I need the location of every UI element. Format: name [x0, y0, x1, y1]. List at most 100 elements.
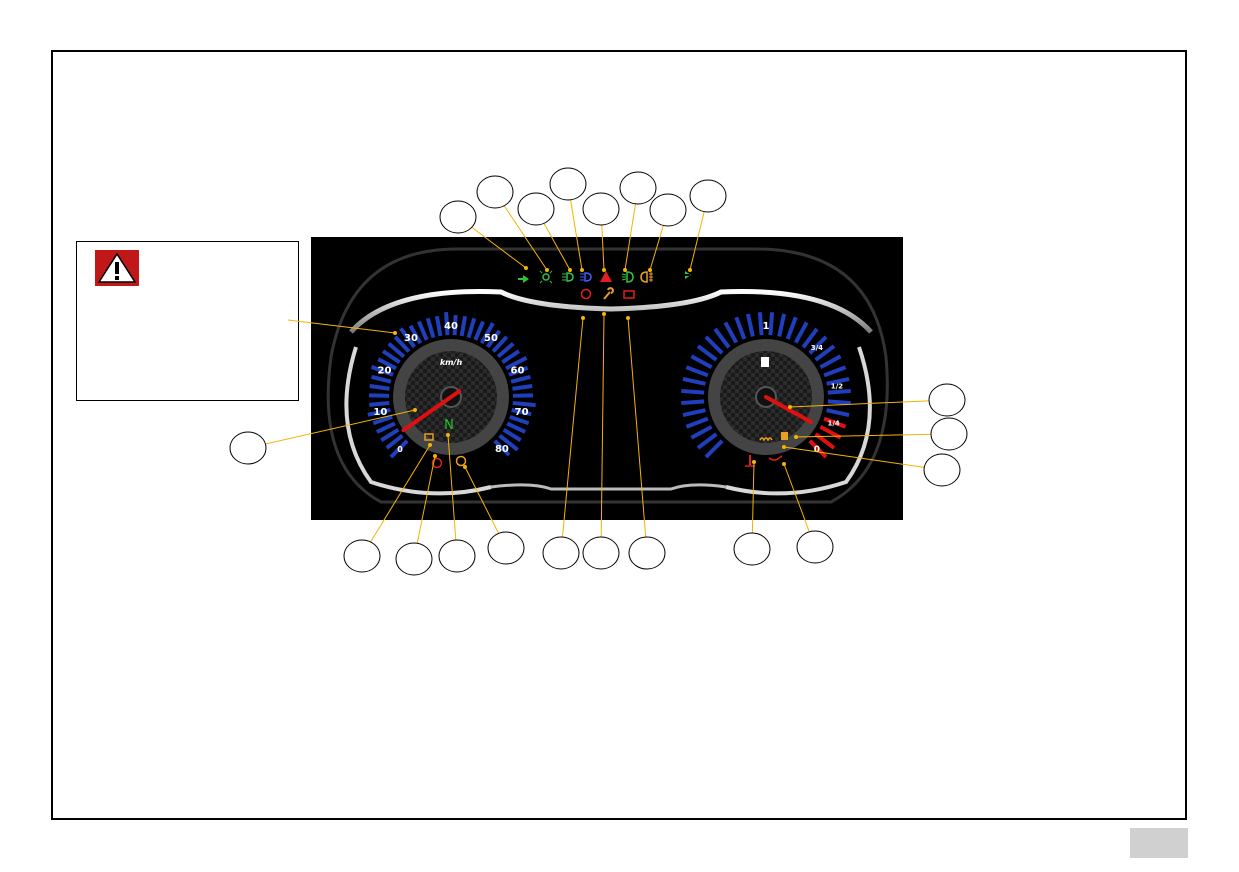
fuel-tick-label: 1/2 [831, 382, 843, 390]
battery-warning-icon [623, 290, 635, 299]
speedometer-bar [509, 414, 530, 426]
speed-tick-label: 50 [484, 333, 498, 344]
gear-indicator: N [444, 418, 454, 433]
fuel-bar [808, 335, 828, 355]
fuel-bar [681, 388, 705, 395]
fuel-bar [823, 365, 847, 378]
speedometer: 0 10 20 30 40 50 60 70 80 km/h [367, 312, 536, 459]
fuel-bar [819, 354, 842, 370]
engine-check-icon [424, 433, 434, 441]
brake-warning-icon [580, 288, 592, 300]
speedometer-bar [434, 315, 443, 337]
fuel-bar [823, 416, 847, 429]
fuel-bar [696, 432, 718, 450]
speedometer-bar [512, 400, 536, 408]
oil-pressure-icon [768, 455, 783, 461]
speedometer-bar [425, 317, 436, 339]
fuel-empty-label: 0 [814, 445, 820, 455]
warning-box [76, 241, 299, 401]
speedometer-bar [377, 357, 397, 371]
fuel-bar [827, 399, 851, 406]
speedometer-bar [508, 365, 529, 377]
high-beam-icon [580, 272, 592, 282]
fuel-bar [826, 408, 850, 418]
speed-tick-label: 30 [404, 333, 418, 344]
fuel-bar [827, 388, 851, 395]
speed-tick-label: 40 [444, 321, 458, 332]
speed-tick-label: 70 [515, 407, 529, 418]
fuel-bar [723, 321, 739, 344]
fuel-bar [682, 408, 706, 418]
turn-right-icon [685, 271, 691, 279]
mid-indicator-row [580, 287, 635, 300]
fuel-bar [734, 316, 747, 340]
warning-triangle-icon [95, 250, 139, 286]
speedometer-bar [506, 421, 527, 434]
wrench-service-icon [603, 287, 614, 300]
fuel-bar [704, 335, 724, 355]
speedometer-bar [498, 433, 519, 452]
fuel-bar [814, 344, 836, 362]
speedometer-bar [491, 335, 509, 353]
fuel-tick-label: 3/4 [811, 344, 823, 352]
speedometer-bar [496, 342, 515, 359]
fuel-bar [785, 316, 798, 340]
speedometer-bar [452, 315, 458, 336]
speedometer-bar [393, 335, 411, 353]
fuel-bar [696, 344, 718, 362]
fuel-bar [757, 312, 764, 336]
speedometer-bar [479, 322, 495, 345]
fuel-bar [681, 399, 705, 406]
speedometer-bar [501, 349, 521, 364]
speedometer-bar [511, 408, 532, 417]
top-indicator-row [518, 270, 691, 284]
low-beam-icon [562, 272, 574, 282]
speed-tick-label: 80 [495, 444, 509, 455]
speed-tick-label: 0 [397, 445, 403, 454]
fuel-icon [781, 432, 788, 440]
fuel-bar [819, 424, 842, 440]
fuel-bar [685, 365, 709, 378]
position-light-icon [539, 270, 553, 284]
speedometer-bar [417, 320, 429, 341]
speedometer-bar [444, 312, 450, 336]
speedometer-bar [512, 384, 533, 391]
hazard-icon [600, 271, 612, 282]
fuel-bar [801, 327, 819, 349]
chrome-right-trim [725, 346, 872, 496]
fuel-bar [685, 416, 709, 429]
speedometer-bar [505, 356, 528, 371]
speedometer-bar [375, 421, 396, 434]
speedometer-bar [381, 349, 401, 364]
turn-left-icon [518, 275, 529, 283]
fuel-gauge-needle [764, 395, 813, 424]
speedometer-bar [399, 327, 416, 349]
fuel-bar [745, 313, 755, 337]
fuel-bar [826, 376, 850, 386]
chrome-bottom-trim [490, 483, 727, 491]
speedometer-bar [369, 400, 390, 407]
rear-fog-icon [640, 271, 653, 283]
speedometer-bar [370, 364, 394, 377]
fuel-bar [690, 354, 713, 370]
cluster-housing [326, 247, 889, 504]
fuel-bar [690, 424, 713, 440]
front-fog-icon [621, 271, 634, 283]
speedometer-bar [502, 427, 522, 442]
fuel-bar [713, 327, 731, 349]
chrome-top-trim [349, 289, 873, 334]
coolant-temp-icon [745, 455, 755, 467]
speedometer-bar [371, 374, 392, 384]
speed-tick-label: 10 [373, 407, 387, 418]
speedometer-bar [473, 320, 485, 341]
speed-tick-label: 20 [378, 365, 392, 376]
speedometer-bar [369, 384, 390, 391]
speedometer-bar [387, 342, 406, 359]
power-icon [431, 457, 443, 469]
fuel-bar [682, 376, 706, 386]
fuel-bar [777, 313, 787, 337]
speed-unit-label: km/h [440, 358, 463, 367]
speedometer-bar [486, 329, 502, 349]
speed-tick-label: 60 [511, 365, 525, 376]
fuel-face-icon [761, 357, 769, 367]
